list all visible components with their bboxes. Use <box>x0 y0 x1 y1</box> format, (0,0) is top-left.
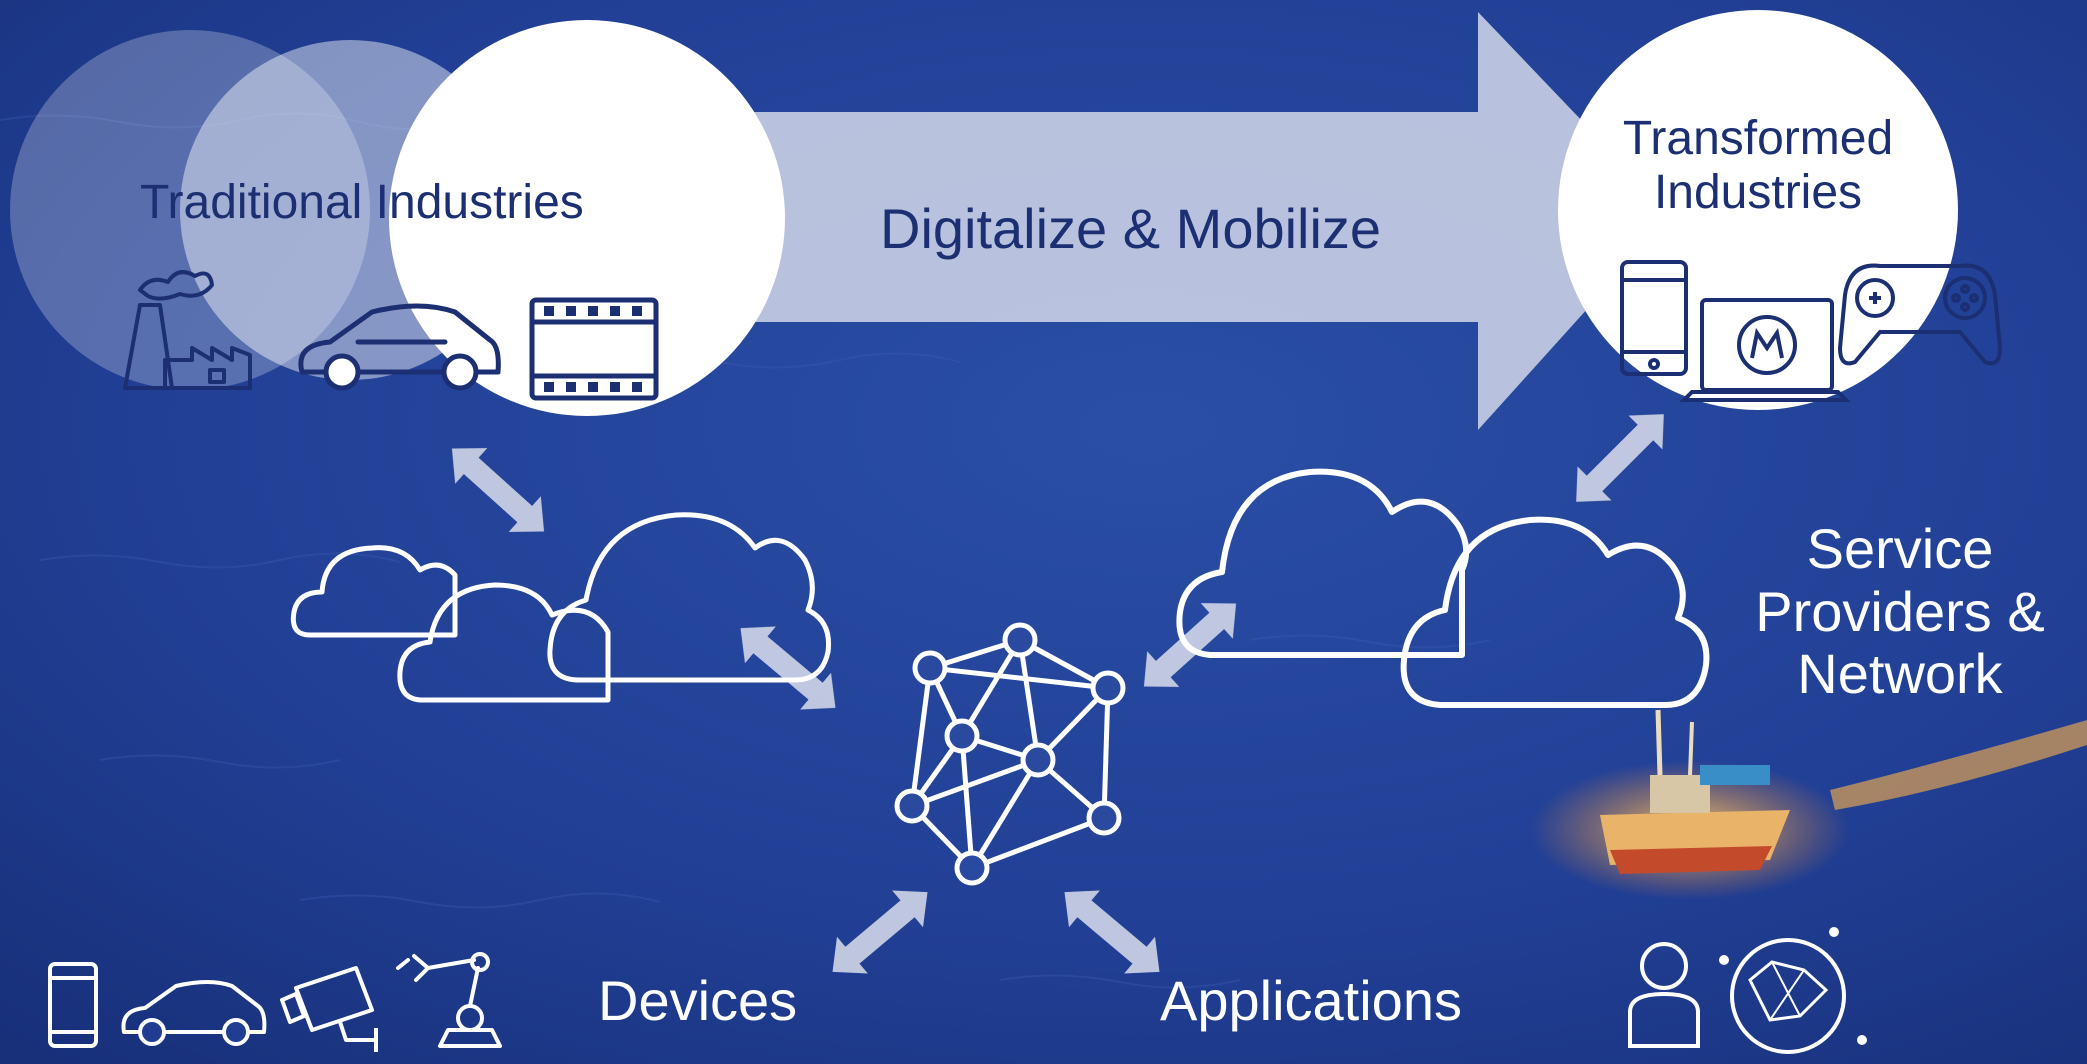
transformed-industries-label: Transformed Industries <box>1598 112 1918 220</box>
arrow-network-applications <box>1064 890 1160 974</box>
service-providers-label: Service Providers & Network <box>1720 517 2080 706</box>
factory-icon <box>123 270 252 390</box>
digitalize-arrow <box>720 12 1672 430</box>
user-icon <box>1628 942 1700 1048</box>
cloud-icon <box>1176 468 1710 708</box>
traditional-industries-label: Traditional Industries <box>140 176 584 229</box>
arrow-transformed-cloud <box>1576 414 1664 502</box>
boat-photo-element <box>1530 709 2087 900</box>
digitalize-mobilize-label: Digitalize & Mobilize <box>880 197 1382 260</box>
laptop-icon <box>1679 298 1851 402</box>
applications-label: Applications <box>1160 969 1462 1032</box>
globe-icon <box>1719 927 1867 1054</box>
car-icon <box>298 303 501 391</box>
transformed-circle <box>1558 10 1958 410</box>
robot-arm-icon <box>396 952 502 1048</box>
service-line-2: Providers & <box>1755 579 2045 643</box>
transformed-line-1: Transformed <box>1622 112 1894 165</box>
service-line-1: Service <box>1806 517 1994 580</box>
traditional-circle-back <box>10 30 370 390</box>
film-strip-icon <box>529 297 659 401</box>
car-icon <box>121 980 267 1046</box>
arrow-traditional-cloud <box>451 448 545 532</box>
transformed-line-2: Industries <box>1653 165 1863 219</box>
devices-label: Devices <box>598 969 798 1032</box>
camera-icon <box>280 966 378 1052</box>
arrow-cloud-network-left <box>740 626 836 710</box>
service-line-3: Network <box>1797 642 2003 706</box>
traditional-circle-front <box>389 20 785 416</box>
gamepad-icon <box>1838 263 2002 366</box>
phone-icon <box>1620 260 1688 376</box>
phone-icon <box>48 962 98 1048</box>
arrow-network-devices <box>832 890 928 974</box>
network-mesh-icon <box>894 622 1126 886</box>
cloud-icon <box>290 512 832 703</box>
